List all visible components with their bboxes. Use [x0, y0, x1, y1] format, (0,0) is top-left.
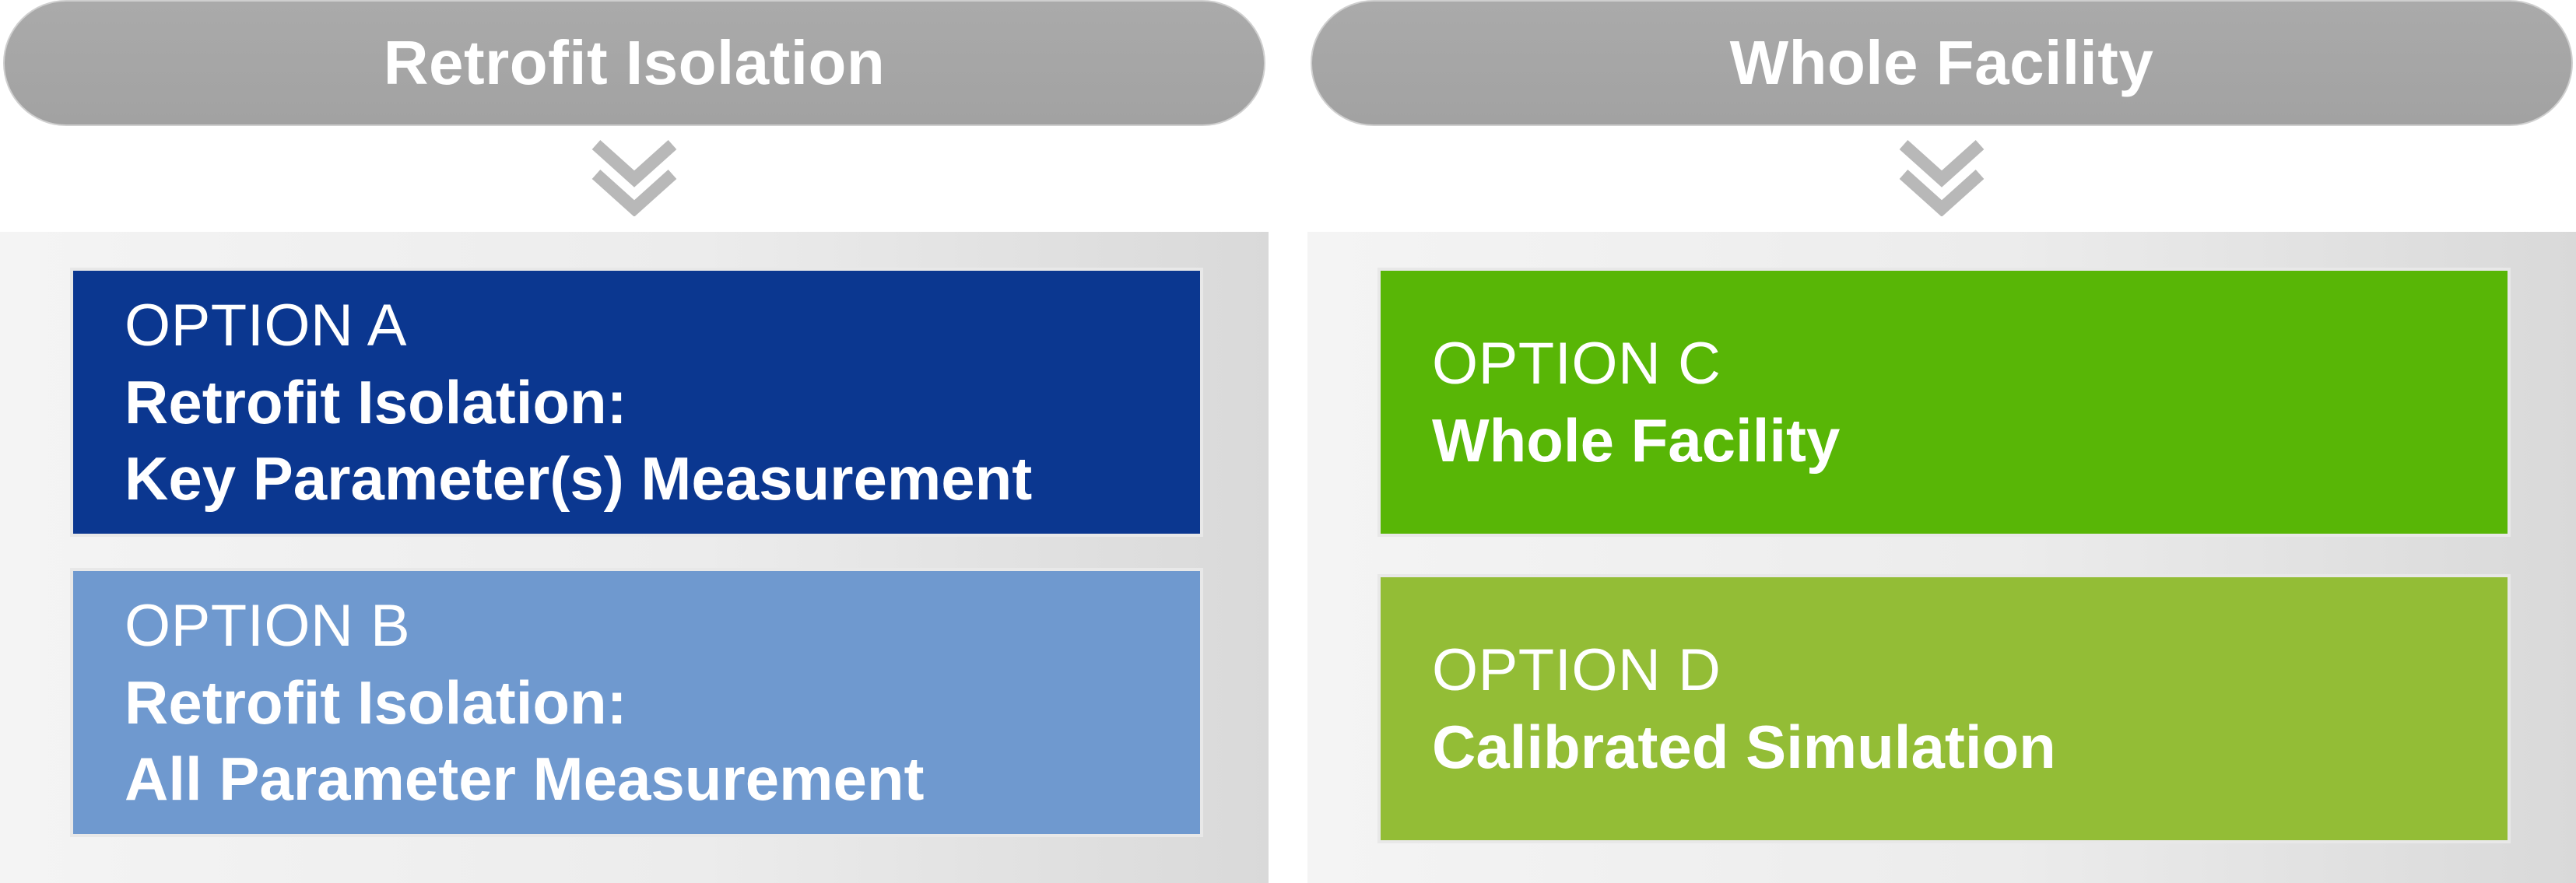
retrofit-isolation-header: Retrofit Isolation [3, 0, 1265, 126]
option-title: Calibrated Simulation [1432, 713, 2056, 781]
header-label: Whole Facility [1729, 28, 2154, 97]
option-a-box: OPTION A Retrofit Isolation: Key Paramet… [70, 268, 1203, 537]
whole-facility-panel: OPTION C Whole Facility OPTION D Calibra… [1307, 232, 2576, 883]
option-b-box: OPTION B Retrofit Isolation: All Paramet… [70, 568, 1203, 837]
option-title: Retrofit Isolation: [125, 668, 627, 737]
retrofit-isolation-panel: OPTION A Retrofit Isolation: Key Paramet… [0, 232, 1269, 883]
option-title: Retrofit Isolation: [125, 368, 627, 436]
option-label: OPTION C [1432, 331, 1721, 397]
option-c-box: OPTION C Whole Facility [1377, 268, 2511, 537]
option-label: OPTION A [125, 293, 407, 359]
option-label: OPTION B [125, 593, 411, 659]
option-subtitle: Key Parameter(s) Measurement [125, 444, 1033, 513]
header-label: Retrofit Isolation [383, 28, 886, 97]
option-label: OPTION D [1432, 637, 1721, 703]
double-chevron-down-icon [1899, 140, 1985, 216]
whole-facility-header: Whole Facility [1311, 0, 2573, 126]
option-title: Whole Facility [1432, 406, 1841, 475]
double-chevron-down-icon [591, 140, 677, 216]
option-subtitle: All Parameter Measurement [125, 745, 925, 813]
option-d-box: OPTION D Calibrated Simulation [1377, 574, 2511, 843]
